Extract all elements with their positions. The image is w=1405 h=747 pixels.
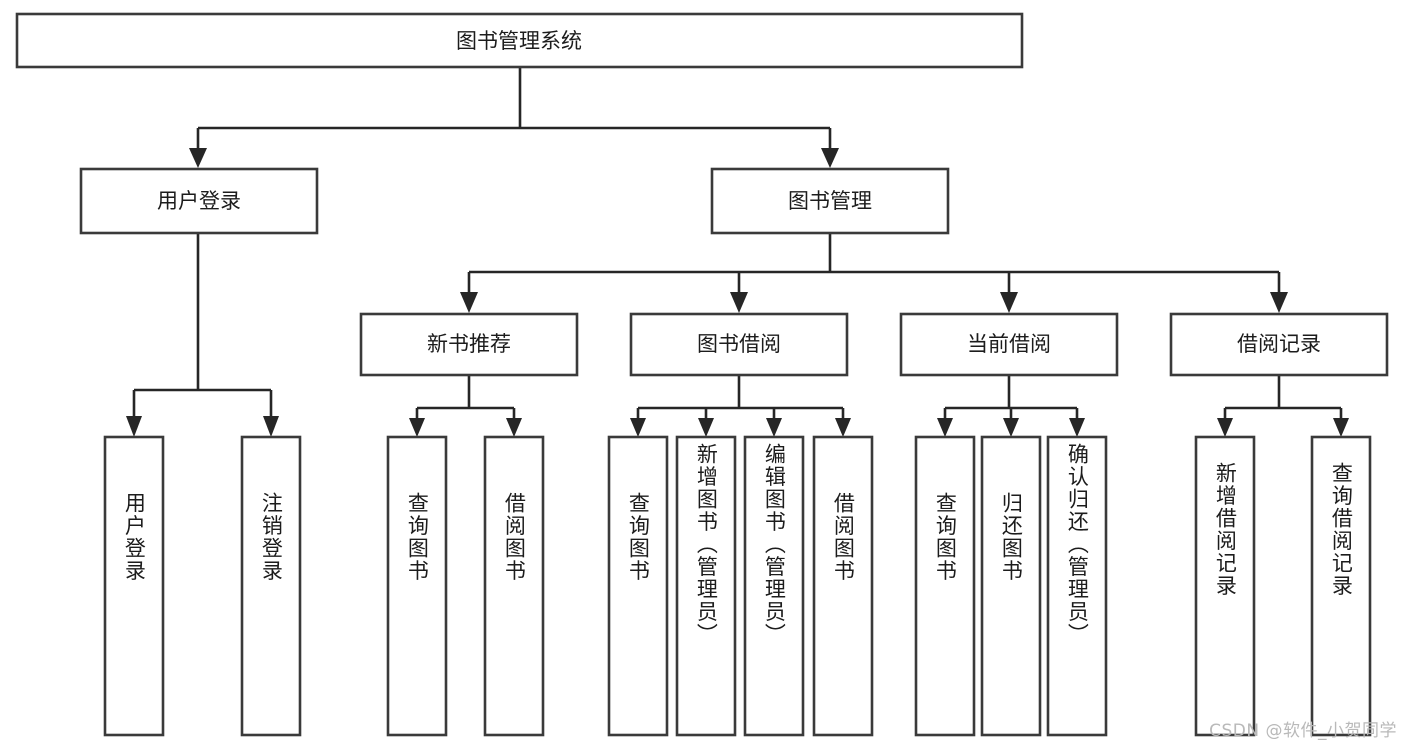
node-box-leaf-nb-borrow-book[interactable] bbox=[483, 435, 545, 737]
node-label-root: 图书管理系统 bbox=[456, 29, 582, 53]
node-box-leaf-bb-edit-book[interactable] bbox=[743, 435, 805, 737]
arrow-head-bb-leaf1 bbox=[630, 418, 646, 437]
node-box-leaf-bb-borrow-book[interactable] bbox=[812, 435, 874, 737]
arrow-head-nb-leaf2 bbox=[506, 418, 522, 437]
node-box-borrow-record[interactable] bbox=[1169, 312, 1389, 377]
node-label-new-book-recommend: 新书推荐 bbox=[427, 332, 511, 356]
connector-group-current-borrow bbox=[937, 375, 1085, 437]
connector-group-user-login bbox=[126, 233, 279, 437]
arrow-head-user-login bbox=[189, 148, 207, 168]
arrow-head-record bbox=[1270, 292, 1288, 313]
node-box-leaf-nb-query-book[interactable] bbox=[386, 435, 448, 737]
node-box-book-management[interactable] bbox=[710, 167, 950, 235]
node-box-current-borrow[interactable] bbox=[899, 312, 1119, 377]
node-borrow-record[interactable]: 借阅记录 bbox=[1169, 312, 1389, 377]
arrow-head-br-leaf1 bbox=[1217, 418, 1233, 437]
node-box-leaf-br-add-record[interactable] bbox=[1194, 435, 1256, 737]
connector-group-root bbox=[189, 67, 839, 168]
connector-group-new-book bbox=[409, 375, 522, 437]
node-box-leaf-bb-add-book[interactable] bbox=[675, 435, 737, 737]
arrow-head-ul-leaf1 bbox=[126, 416, 142, 437]
node-label-book-management: 图书管理 bbox=[788, 189, 872, 213]
arrow-head-bb-leaf3 bbox=[766, 418, 782, 437]
node-book-management[interactable]: 图书管理 bbox=[710, 167, 950, 235]
node-box-leaf-cb-confirm-return[interactable] bbox=[1046, 435, 1108, 737]
node-label-user-login: 用户登录 bbox=[157, 189, 241, 213]
node-current-borrow[interactable]: 当前借阅 bbox=[899, 312, 1119, 377]
arrow-head-borrow bbox=[730, 292, 748, 313]
arrow-head-cb-leaf2 bbox=[1003, 418, 1019, 437]
connector-group-book-mgmt bbox=[460, 233, 1288, 313]
arrow-head-new-book bbox=[460, 292, 478, 313]
node-box-user-login[interactable] bbox=[79, 167, 319, 235]
arrow-head-book-mgmt bbox=[821, 148, 839, 168]
node-root[interactable]: 图书管理系统 bbox=[15, 12, 1024, 69]
watermark-text: CSDN @软件_小贺同学 bbox=[1209, 721, 1397, 741]
node-box-leaf-user-login[interactable] bbox=[103, 435, 165, 737]
node-label-book-borrow: 图书借阅 bbox=[697, 332, 781, 356]
arrow-head-bb-leaf2 bbox=[698, 418, 714, 437]
node-box-leaf-cb-query-book[interactable] bbox=[914, 435, 976, 737]
node-box-leaf-logout[interactable] bbox=[240, 435, 302, 737]
node-box-root[interactable] bbox=[15, 12, 1024, 69]
node-box-leaf-bb-query-book[interactable] bbox=[607, 435, 669, 737]
connector-group-book-borrow bbox=[630, 375, 851, 437]
node-user-login[interactable]: 用户登录 bbox=[79, 167, 319, 235]
arrow-head-nb-leaf1 bbox=[409, 418, 425, 437]
arrow-head-current bbox=[1000, 292, 1018, 313]
arrow-head-bb-leaf4 bbox=[835, 418, 851, 437]
node-label-current-borrow: 当前借阅 bbox=[967, 332, 1051, 356]
node-box-new-book-recommend[interactable] bbox=[359, 312, 579, 377]
node-new-book-recommend[interactable]: 新书推荐 bbox=[359, 312, 579, 377]
arrow-head-br-leaf2 bbox=[1333, 418, 1349, 437]
node-book-borrow[interactable]: 图书借阅 bbox=[629, 312, 849, 377]
node-box-leaf-cb-return-book[interactable] bbox=[980, 435, 1042, 737]
arrow-head-cb-leaf3 bbox=[1069, 418, 1085, 437]
connector-group-borrow-record bbox=[1217, 375, 1349, 437]
node-box-leaf-br-query-record[interactable] bbox=[1310, 435, 1372, 737]
node-label-borrow-record: 借阅记录 bbox=[1237, 332, 1321, 356]
arrow-head-ul-leaf2 bbox=[263, 416, 279, 437]
arrow-head-cb-leaf1 bbox=[937, 418, 953, 437]
node-box-book-borrow[interactable] bbox=[629, 312, 849, 377]
